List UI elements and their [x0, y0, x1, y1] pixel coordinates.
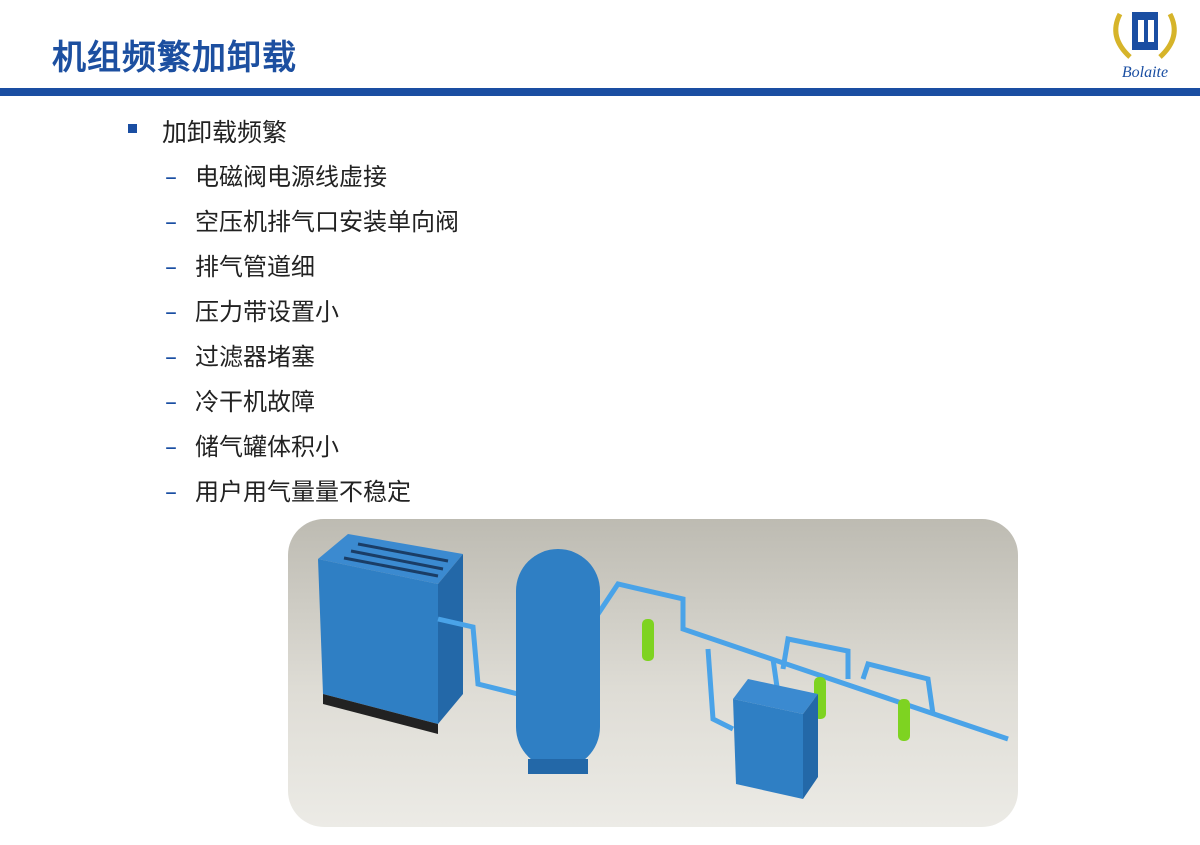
main-bullet: 加卸载频繁: [162, 118, 288, 147]
bolaite-logo: Bolaite: [1113, 12, 1177, 81]
sub-item: –冷干机故障: [165, 388, 315, 416]
sub-item: –排气管道细: [165, 253, 315, 281]
sub-item: –储气罐体积小: [165, 433, 339, 461]
header-divider: [0, 88, 1200, 96]
sub-item: –用户用气量量不稳定: [165, 478, 411, 506]
air-receiver-tank: [516, 549, 600, 774]
sub-item: –过滤器堵塞: [165, 343, 315, 371]
slide-title: 机组频繁加卸载: [52, 38, 297, 78]
svg-text:Bolaite: Bolaite: [1122, 64, 1168, 81]
pipes: [437, 581, 1009, 742]
sub-item: –压力带设置小: [165, 298, 339, 326]
air-compressor: [318, 534, 463, 734]
sub-item: –电磁阀电源线虚接: [165, 163, 387, 191]
air-dryer: [733, 679, 818, 799]
sub-item: –空压机排气口安装单向阀: [165, 208, 459, 236]
bullet-square-icon: [128, 124, 137, 133]
compressed-air-system-image: [288, 519, 1018, 827]
